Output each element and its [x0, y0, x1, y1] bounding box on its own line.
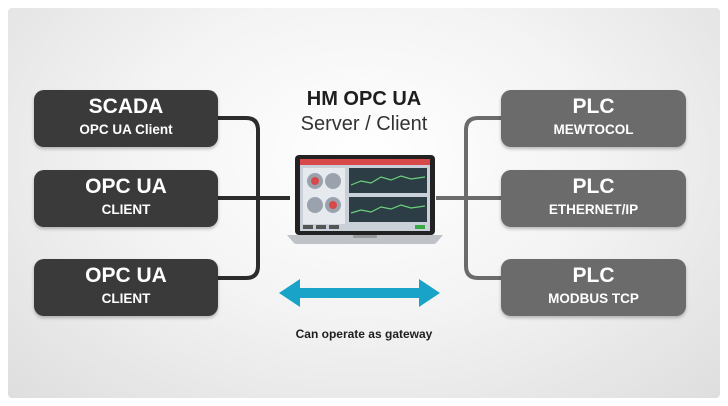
node-plc-mewtocol-subtitle: MEWTOCOL	[553, 122, 634, 137]
node-scada-title: SCADA	[88, 95, 164, 118]
center-subtitle: Server / Client	[300, 113, 428, 135]
node-opcua-client-1: OPC UA CLIENT	[34, 170, 218, 227]
gateway-label: Can operate as gateway	[295, 327, 433, 341]
node-opcua-client-2-subtitle: CLIENT	[101, 291, 151, 306]
node-scada-subtitle: OPC UA Client	[79, 122, 173, 137]
laptop-hmi-icon	[287, 155, 443, 244]
node-plc-modbus-title: PLC	[572, 264, 615, 287]
node-plc-ethernetip-title: PLC	[572, 175, 615, 198]
node-plc-mewtocol: PLC MEWTOCOL	[501, 90, 686, 147]
node-opcua-client-1-subtitle: CLIENT	[101, 202, 151, 217]
node-plc-ethernetip: PLC ETHERNET/IP	[501, 170, 686, 227]
node-plc-modbus: PLC MODBUS TCP	[501, 259, 686, 316]
node-plc-modbus-subtitle: MODBUS TCP	[548, 291, 639, 306]
node-plc-mewtocol-title: PLC	[572, 95, 615, 118]
gateway-double-arrow-icon	[279, 279, 440, 307]
node-scada: SCADA OPC UA Client	[34, 90, 218, 147]
node-plc-ethernetip-subtitle: ETHERNET/IP	[548, 202, 639, 217]
node-opcua-client-1-title: OPC UA	[85, 175, 167, 198]
center-title: HM OPC UA	[306, 88, 422, 110]
node-opcua-client-2-title: OPC UA	[85, 264, 167, 287]
node-opcua-client-2: OPC UA CLIENT	[34, 259, 218, 316]
